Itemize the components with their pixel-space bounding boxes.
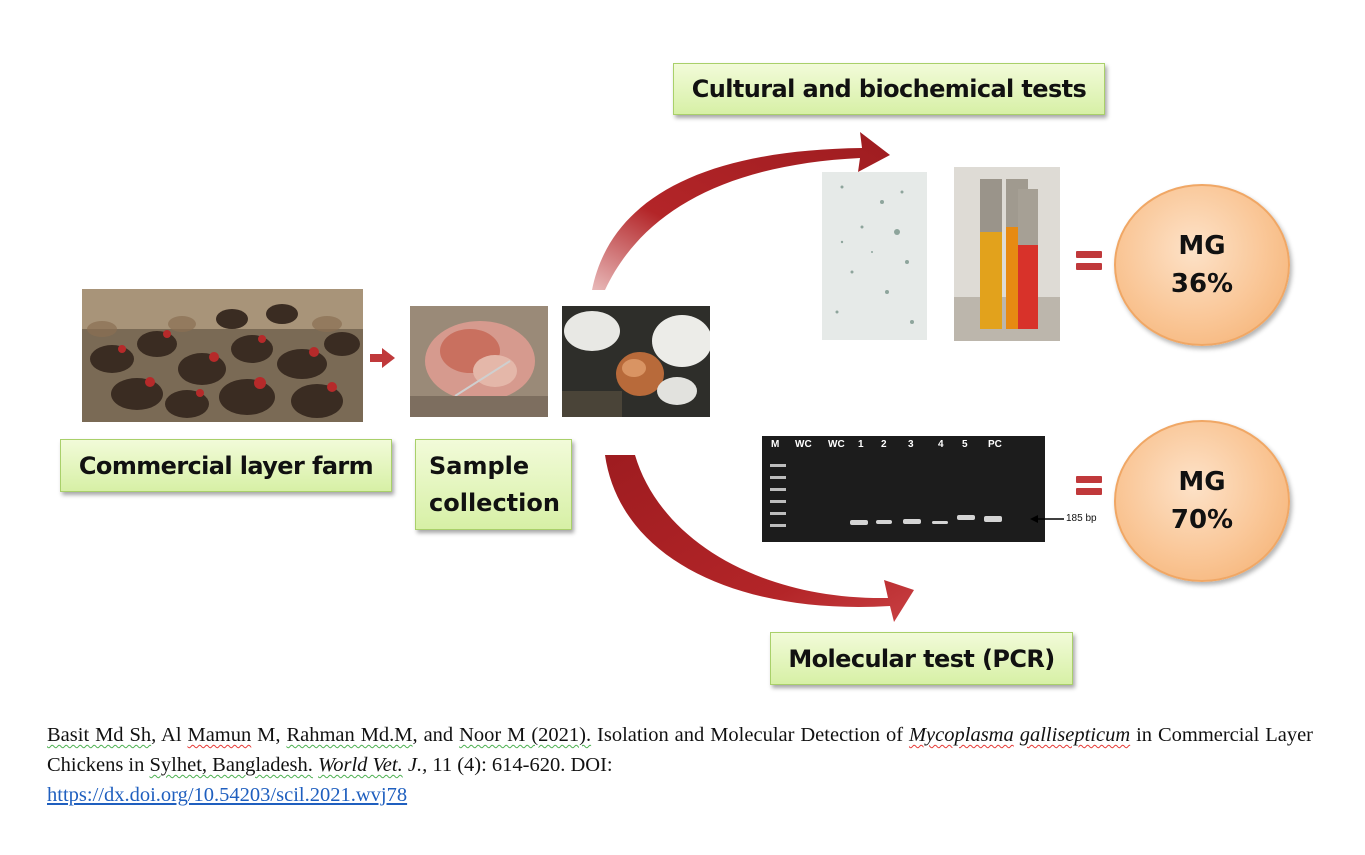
citation-author-mamun: Mamun [187, 724, 252, 746]
equals-sign-bottom [1076, 476, 1102, 500]
citation-author-rahman: Rahman Md.M [286, 724, 413, 746]
arrow-farm-to-sample [370, 348, 395, 368]
citation-text: Basit Md Sh, Al Mamun M, Rahman Md.M, an… [47, 720, 1313, 810]
dissection-photo [410, 306, 548, 417]
citation-text-seg: , Al [151, 724, 188, 746]
gel-lane-4: 4 [938, 439, 944, 450]
gel-lane-2: 2 [881, 439, 887, 450]
molecular-test-label: Molecular test (PCR) [788, 644, 1055, 673]
citation-author-basit: Basit Md Sh [47, 724, 152, 746]
citation-doi-link[interactable]: https://dx.doi.org/10.54203/scil.2021.wv… [47, 784, 408, 806]
citation-journal: World Vet. [318, 754, 403, 776]
farm-label: Commercial layer farm [78, 451, 374, 480]
gloved-sampling-photo [562, 306, 710, 417]
result-molecular-label: MG [1178, 467, 1226, 497]
sample-label-line2: collection [429, 488, 560, 517]
chickens-illustration [82, 289, 363, 422]
colonies-illustration [822, 172, 927, 340]
molecular-test-box: Molecular test (PCR) [770, 632, 1073, 685]
result-cultural-label: MG [1178, 231, 1226, 261]
cultural-tests-label: Cultural and biochemical tests [691, 75, 1087, 103]
bp-marker-label: 185 bp [1066, 513, 1097, 524]
bp-marker-arrow [1030, 515, 1064, 523]
gel-lane-WC2: WC [828, 439, 845, 450]
result-molecular-value: 70% [1170, 505, 1234, 535]
gloves-illustration [562, 306, 710, 417]
arrow-to-cultural-tests [592, 132, 890, 290]
citation-genus: Mycoplasma [908, 724, 1014, 746]
result-cultural-value: 36% [1170, 269, 1234, 299]
sample-collection-box: Sample collection [415, 439, 572, 530]
dissection-illustration [410, 306, 548, 417]
gel-bands-illustration [762, 436, 1045, 542]
arrow-to-molecular-test [605, 455, 914, 622]
citation-title-post: in Commercial Layer Chickens in [47, 724, 1313, 776]
culture-plate-photo [822, 172, 927, 340]
sample-label-line1: Sample [429, 451, 530, 480]
citation-text-seg: , and [412, 724, 460, 746]
cultural-tests-box: Cultural and biochemical tests [673, 63, 1105, 115]
result-circle-cultural: MG 36% [1114, 184, 1290, 346]
gel-lane-5: 5 [962, 439, 968, 450]
gel-lane-M: M [771, 439, 780, 450]
gel-lane-1: 1 [858, 439, 864, 450]
tubes-illustration [954, 167, 1060, 341]
farm-label-box: Commercial layer farm [60, 439, 392, 492]
pcr-gel-photo: M WC WC 1 2 3 4 5 PC [762, 436, 1045, 542]
citation-text-seg: M, [251, 724, 287, 746]
gel-lane-3: 3 [908, 439, 914, 450]
result-circle-molecular: MG 70% [1114, 420, 1290, 582]
citation-journal-rest: J., [402, 754, 428, 776]
citation-place: Sylhet, Bangladesh. [149, 754, 313, 776]
citation-title-pre: Isolation and Molecular Detection of [591, 724, 909, 746]
citation-author-noor: Noor M (2021). [459, 724, 592, 746]
gel-lane-WC1: WC [795, 439, 812, 450]
citation-species: gallisepticum [1019, 724, 1131, 746]
chicken-farm-photo [82, 289, 363, 422]
gel-lane-PC: PC [988, 439, 1002, 450]
citation-volume: 11 (4): 614-620. DOI: [427, 754, 613, 776]
biochemical-tubes-photo [954, 167, 1060, 341]
equals-sign-top [1076, 251, 1102, 275]
